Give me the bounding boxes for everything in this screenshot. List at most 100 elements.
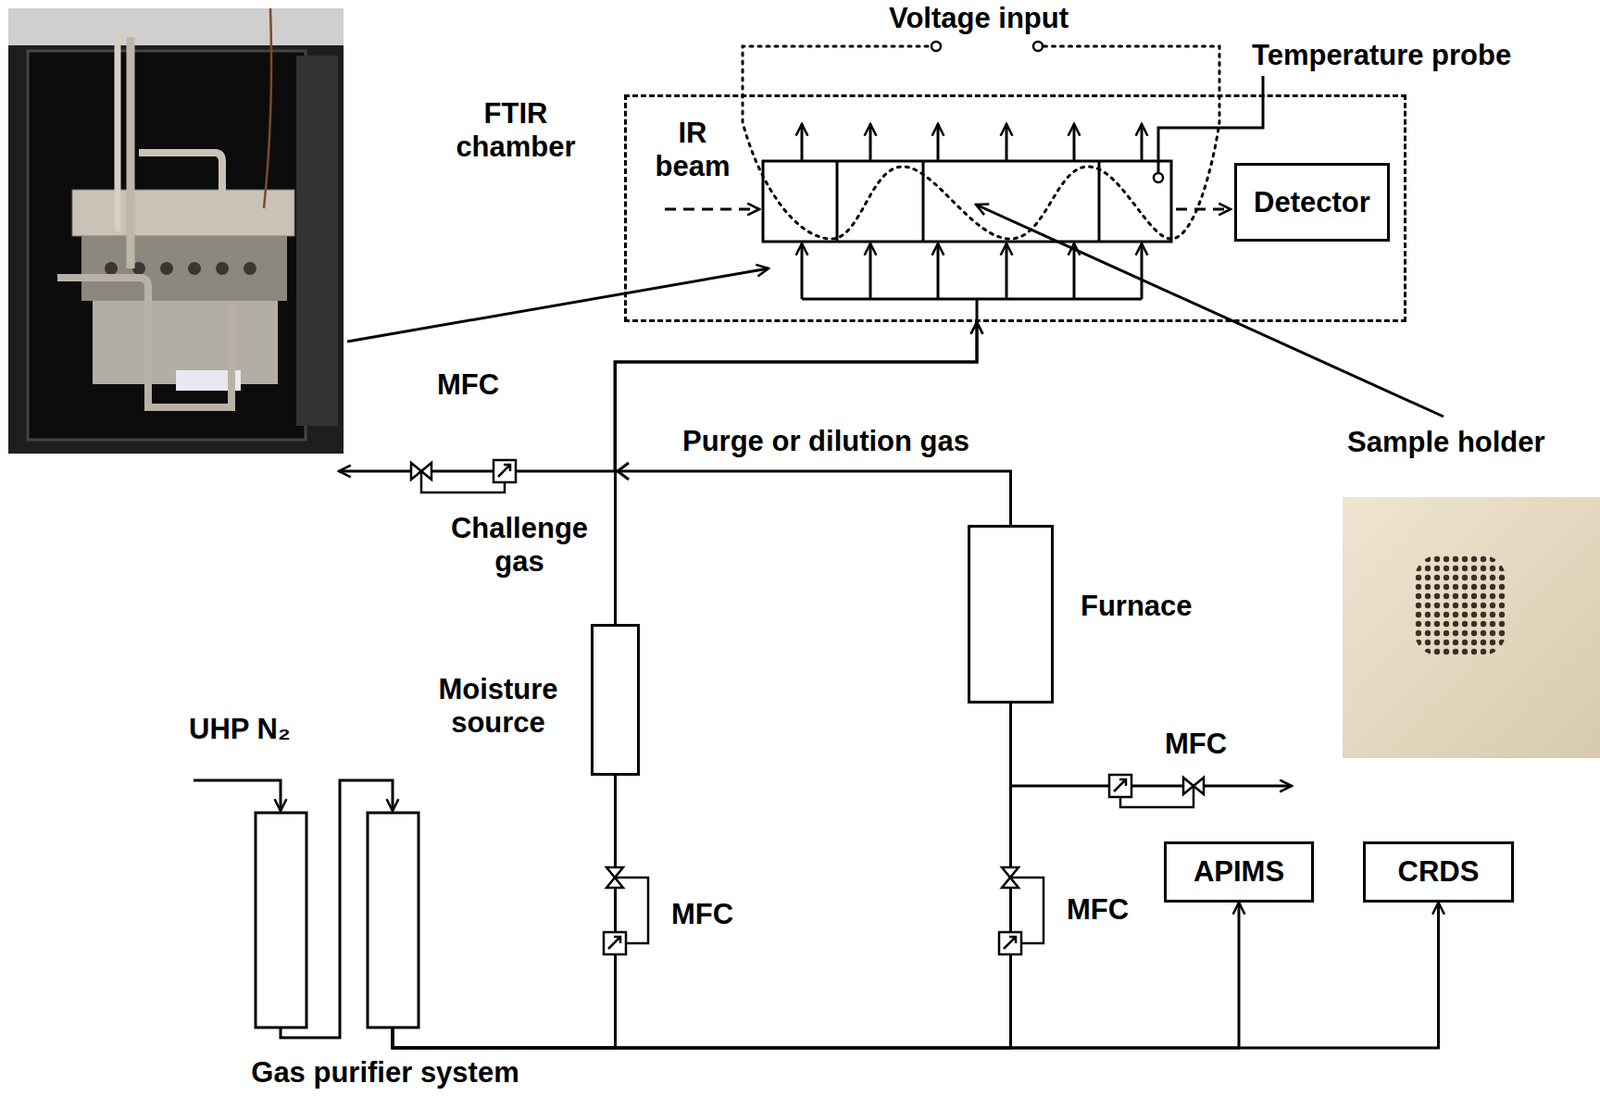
apparatus-photo: [215, 262, 229, 275]
outflow-arrows: [937, 124, 940, 162]
mfc-symbol: [1113, 779, 1126, 792]
inlet-manifold: [800, 243, 804, 300]
mfc-symbol: [608, 937, 621, 950]
terminal-label: Voltage input: [888, 1, 1069, 36]
sample-holder-photo: [1342, 497, 1600, 759]
mfc-symbol: [421, 471, 505, 493]
inlet-manifold: [937, 243, 940, 300]
furnace-box: Furnace: [967, 525, 1054, 704]
mfc-symbol: [498, 464, 511, 477]
apparatus-photo: [160, 262, 174, 275]
purifier-column: [255, 812, 419, 1028]
detector-box: Detector: [1234, 162, 1390, 242]
apparatus-photo: [296, 55, 338, 426]
purifier-link: [280, 780, 393, 1038]
apparatus-photo: [126, 37, 136, 269]
terminal: [931, 41, 941, 51]
mfc-symbol: [493, 460, 516, 483]
inlet-manifold: [1140, 243, 1144, 300]
ir-beam-arrow: [1175, 208, 1231, 212]
apparatus-photo: [81, 236, 288, 301]
sample-holder-photo: [1413, 554, 1507, 657]
supply-line: [193, 780, 281, 812]
mfc-symbol: [606, 877, 624, 888]
node-label: APIMS: [1193, 855, 1285, 889]
apparatus-photo: [8, 8, 344, 454]
purifier-column: [367, 812, 419, 1028]
outflow-arrows: [1073, 124, 1076, 162]
node-label: Detector: [1253, 186, 1371, 220]
apparatus-photo: [72, 189, 295, 237]
purifier-column: [255, 812, 307, 1028]
ftir-chamber: FTIR chamberDetector: [624, 94, 1407, 323]
mfc-symbol: [421, 462, 432, 480]
probe-tip: [1153, 173, 1163, 183]
mfc-symbol: [603, 932, 626, 955]
probe-label: Temperature probe: [1251, 38, 1512, 73]
node-label: FTIR chamber: [441, 97, 590, 163]
sample-cell: [1098, 161, 1101, 242]
outflow-arrows: [1140, 124, 1144, 162]
edge-label: Purge or dilution gas: [678, 425, 974, 459]
mfc-symbol: [999, 932, 1022, 955]
photo-pointer: [347, 268, 769, 342]
junction-arrowhead: [617, 462, 629, 480]
gas-label: Challenge gas: [440, 512, 599, 578]
apparatus-photo: [138, 152, 223, 218]
analyzer-box: CRDS: [1362, 841, 1514, 903]
apparatus-photo: [8, 8, 344, 454]
mfc-label: MFC: [1066, 893, 1129, 927]
sample-cell: [836, 161, 839, 242]
sample-holder-photo: [1342, 497, 1600, 759]
gas-line: [614, 322, 1012, 525]
mfc-symbol: [1003, 937, 1016, 950]
inlet-manifold: [869, 243, 873, 300]
challenge-line: [338, 470, 615, 474]
apparatus-photo: [243, 262, 257, 275]
gas-line: [392, 775, 616, 1049]
apparatus-photo: [8, 8, 344, 46]
apparatus-photo: [27, 50, 306, 440]
apparatus-photo: [263, 8, 272, 209]
inlet-manifold: [1005, 243, 1009, 300]
inlet-manifold: [1073, 243, 1076, 300]
apparatus-photo: [104, 262, 118, 275]
heating-wire: [742, 46, 1220, 239]
apparatus-photo: [187, 262, 201, 275]
gas-purifier: Gas purifier system: [255, 812, 419, 1028]
ir-beam-arrow: [664, 208, 1231, 212]
inlet-manifold: [975, 299, 979, 323]
node-label: CRDS: [1398, 855, 1480, 889]
moisture-source: Moisture source: [590, 624, 640, 776]
inlet-manifold: [801, 298, 1142, 301]
outflow-arrows: [800, 124, 804, 162]
gas-line: [392, 902, 1439, 1049]
mfc-symbol: [1109, 775, 1132, 798]
mfc-label: MFC: [437, 368, 500, 402]
analyzer-box: APIMS: [1163, 841, 1314, 903]
outflow-arrows: [1005, 124, 1009, 162]
beam-label: IR beam: [646, 116, 739, 183]
ir-beam-arrow: [664, 208, 760, 212]
node-label: Moisture source: [419, 673, 577, 739]
terminal: [1033, 41, 1043, 51]
node-label: Gas purifier system: [250, 1057, 519, 1089]
sample-cell: [762, 161, 1172, 242]
mfc-label: MFC: [671, 898, 734, 932]
gas-line: [392, 703, 1012, 1049]
sample-cell: [762, 161, 1172, 242]
apparatus-photo: [114, 27, 122, 232]
mfc-label: MFC: [1164, 727, 1227, 762]
probe-wire: [1158, 75, 1263, 173]
gas-line: [615, 322, 978, 625]
exhaust-line: [1010, 785, 1292, 788]
mfc-symbol: [411, 460, 1204, 955]
part-label: Sample holder: [1347, 425, 1546, 460]
apparatus-photo: [57, 277, 232, 408]
node-label: Furnace: [1080, 589, 1193, 624]
gas-label: UHP N₂: [188, 712, 291, 747]
outflow-arrows: [801, 124, 1142, 162]
outflow-arrows: [869, 124, 873, 162]
